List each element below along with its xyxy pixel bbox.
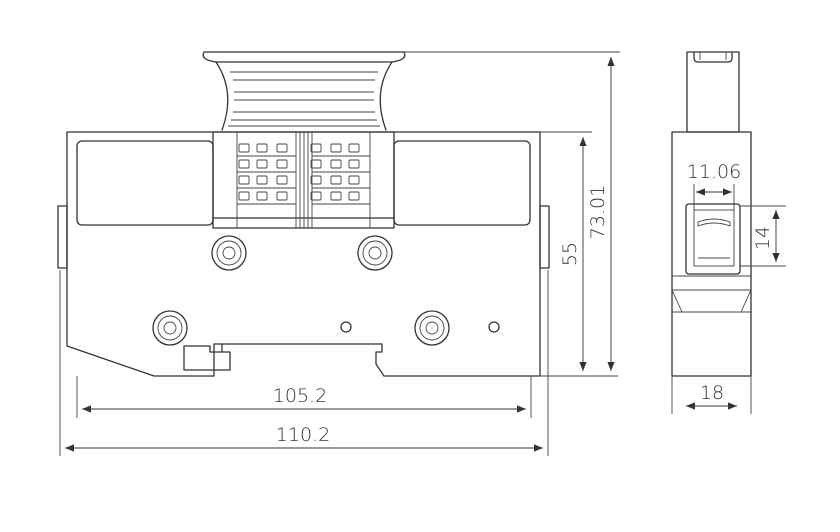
small-hole-right [488,321,500,333]
screw-upper-left [211,235,247,271]
side-window-inner [693,209,735,267]
pin-slot [310,143,322,153]
dimension-window-width: 11.06 [687,161,741,210]
pin-slot [256,191,268,201]
right-label-window [393,140,531,226]
pin-slot [330,191,342,201]
cable-clamp [202,51,406,131]
pin-slot [276,159,288,169]
dimension-total-height: 73.01 [404,51,620,371]
label-inner-width: 105.2 [273,385,327,407]
left-flange [57,205,68,269]
dimension-inner-width: 105.2 [76,376,532,418]
body-outline [66,131,541,377]
dimension-window-height: 14 [740,205,786,267]
pin-slot [256,159,268,169]
pin-slot [276,143,288,153]
pin-slot [276,175,288,185]
pin-slot [330,175,342,185]
pin-slot [330,143,342,153]
screw-upper-right [357,235,393,271]
side-view [671,51,752,377]
pin-slot [238,175,250,185]
left-label-window [76,140,214,226]
pin-slot [310,175,322,185]
pin-slot [238,143,250,153]
label-window-height: 14 [752,226,774,250]
pin-slot [238,191,250,201]
right-flange [539,205,550,269]
dimension-side-width: 18 [671,376,752,414]
screw-lower-left [152,310,188,346]
label-body-height: 55 [559,242,581,266]
pin-slot [310,159,322,169]
pin-slot [348,191,360,201]
connector-block [212,131,395,229]
pin-slot [348,175,360,185]
dimension-body-height: 55 [540,131,618,377]
dimension-outer-width: 110.2 [59,270,549,456]
label-side-width: 18 [700,382,724,404]
front-view [57,51,550,377]
pin-slot [256,175,268,185]
pin-slot [256,143,268,153]
screw-lower-right [414,310,450,346]
small-hole-left [340,321,352,333]
label-outer-width: 110.2 [276,424,330,446]
pin-slot [330,159,342,169]
pin-slot [348,159,360,169]
label-window-width: 11.06 [687,161,741,183]
side-window-outer [685,203,741,275]
pin-slot [310,191,322,201]
pin-slot [276,191,288,201]
pin-slot [238,159,250,169]
label-total-height: 73.01 [587,185,609,239]
pin-slot [348,143,360,153]
